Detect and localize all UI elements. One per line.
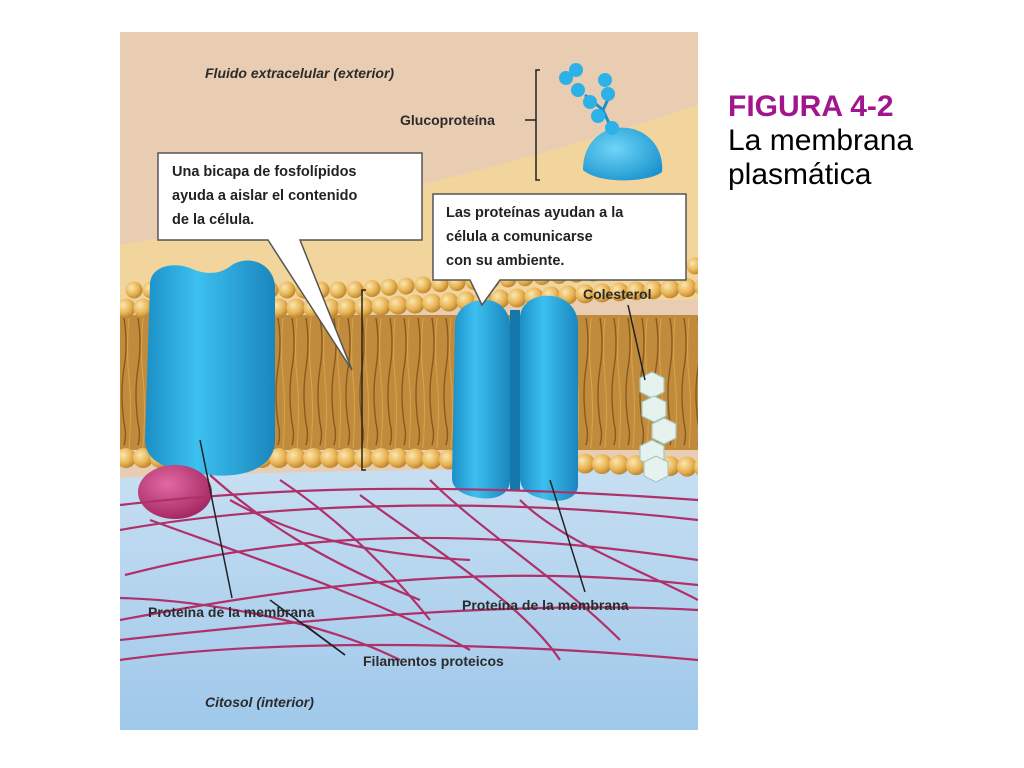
label-membrane-protein-right: Proteína de la membrana (462, 597, 629, 613)
cholesterol-molecule (639, 371, 677, 483)
svg-text:célula a comunicarse: célula a comunicarse (446, 229, 593, 245)
label-filaments: Filamentos proteicos (363, 653, 504, 669)
svg-text:ayuda a aislar el contenido: ayuda a aislar el contenido (172, 188, 357, 204)
callout-proteins: Las proteínas ayudan a la célula a comun… (432, 193, 687, 307)
svg-text:de la célula.: de la célula. (172, 212, 254, 228)
figure-number: FIGURA 4-2 (728, 90, 894, 123)
membrane-protein-left (145, 260, 275, 476)
label-exterior: Fluido extracelular (exterior) (205, 65, 394, 81)
figure-title-line-2: plasmática (728, 158, 872, 191)
svg-text:Una bicapa de fosfolípidos: Una bicapa de fosfolípidos (172, 164, 357, 180)
label-glycoprotein: Glucoproteína (400, 112, 495, 128)
svg-text:Las proteínas ayudan a la: Las proteínas ayudan a la (446, 205, 624, 221)
leader-lines (199, 69, 646, 656)
label-cholesterol: Colesterol (583, 286, 651, 302)
label-interior: Citosol (interior) (205, 694, 314, 710)
peripheral-protein (138, 465, 212, 519)
label-membrane-protein-left: Proteína de la membrana (148, 604, 315, 620)
svg-text:con su ambiente.: con su ambiente. (446, 253, 564, 269)
channel-protein-right-half (520, 295, 578, 501)
glycoprotein (583, 127, 663, 181)
figure-title-line-1: La membrana (728, 124, 914, 157)
cytosol-region (120, 465, 698, 730)
callout-bilayer: Una bicapa de fosfolípidos ayuda a aisla… (157, 152, 423, 371)
channel-pore (510, 310, 520, 490)
channel-protein-left-half (452, 300, 510, 499)
glycoprotein-sugar-chain (559, 63, 619, 135)
protein-filaments (120, 474, 698, 662)
figure-caption: FIGURA 4-2 La membrana plasmática (728, 90, 1008, 192)
